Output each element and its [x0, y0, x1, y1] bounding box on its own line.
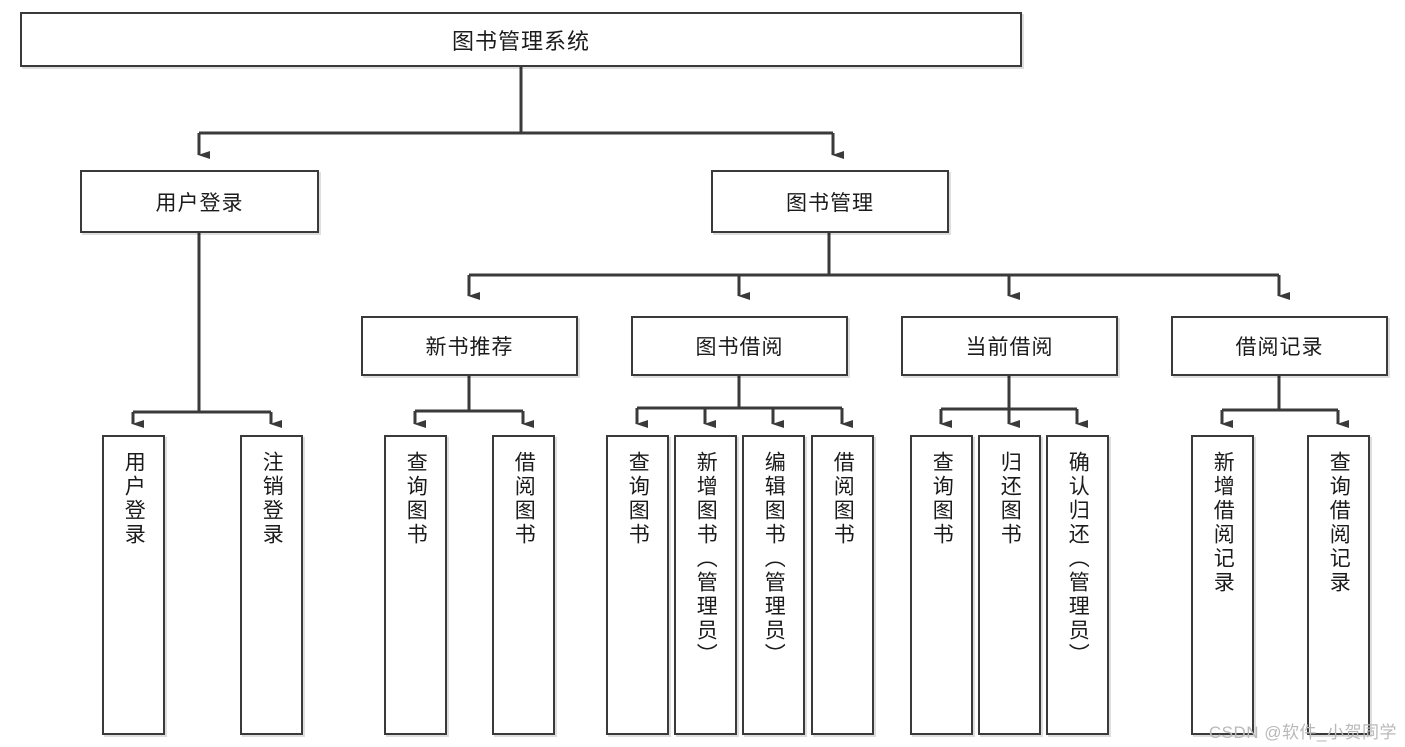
node-book-manage[interactable]: 图书管理	[711, 170, 949, 233]
node-borrow-record[interactable]: 借阅记录	[1171, 316, 1388, 376]
node-label: 图书借阅	[695, 336, 784, 359]
node-root-system[interactable]: 图书管理系统	[20, 12, 1022, 67]
node-label: 查询图书	[930, 451, 954, 547]
node-label: 当前借阅	[965, 336, 1054, 359]
node-current-borrow[interactable]: 当前借阅	[901, 316, 1118, 376]
node-book-borrow[interactable]: 图书借阅	[631, 316, 848, 376]
node-label: 注销登录	[260, 451, 284, 547]
leaf-query-book-rec[interactable]: 查询图书	[384, 435, 447, 735]
node-label: 用户登录	[155, 191, 244, 215]
node-label: 确认归还（管理员）	[1066, 451, 1090, 667]
node-label: 用户登录	[122, 451, 146, 547]
node-label: 图书管理	[786, 191, 874, 215]
node-label: 借阅图书	[831, 451, 855, 547]
leaf-borrow-book-rec[interactable]: 借阅图书	[492, 435, 555, 735]
leaf-logout[interactable]: 注销登录	[240, 435, 303, 735]
node-label: 编辑图书（管理员）	[762, 451, 786, 667]
node-label: 查询图书	[404, 451, 428, 547]
node-label: 新书推荐	[425, 336, 514, 359]
node-label: 借阅记录	[1235, 336, 1324, 359]
leaf-edit-book[interactable]: 编辑图书（管理员）	[742, 435, 805, 735]
leaf-query-book-borrow[interactable]: 查询图书	[606, 435, 669, 735]
leaf-query-book-current[interactable]: 查询图书	[910, 435, 973, 735]
node-label: 查询借阅记录	[1327, 451, 1351, 595]
watermark-text: CSDN @软件_小贺同学	[1208, 723, 1397, 742]
leaf-borrow-book[interactable]: 借阅图书	[811, 435, 874, 735]
node-label: 查询图书	[626, 451, 650, 547]
node-user-login[interactable]: 用户登录	[80, 170, 319, 233]
node-label: 借阅图书	[512, 451, 536, 547]
node-label: 图书管理系统	[451, 28, 590, 54]
leaf-return-book[interactable]: 归还图书	[978, 435, 1041, 735]
node-label: 新增借阅记录	[1211, 451, 1235, 595]
leaf-user-login[interactable]: 用户登录	[102, 435, 165, 735]
leaf-query-record[interactable]: 查询借阅记录	[1307, 435, 1370, 735]
leaf-add-record[interactable]: 新增借阅记录	[1191, 435, 1254, 735]
node-label: 新增图书（管理员）	[694, 451, 718, 667]
node-label: 归还图书	[998, 451, 1022, 547]
leaf-add-book[interactable]: 新增图书（管理员）	[674, 435, 737, 735]
node-new-book-rec[interactable]: 新书推荐	[361, 316, 578, 376]
leaf-confirm-return[interactable]: 确认归还（管理员）	[1046, 435, 1109, 735]
